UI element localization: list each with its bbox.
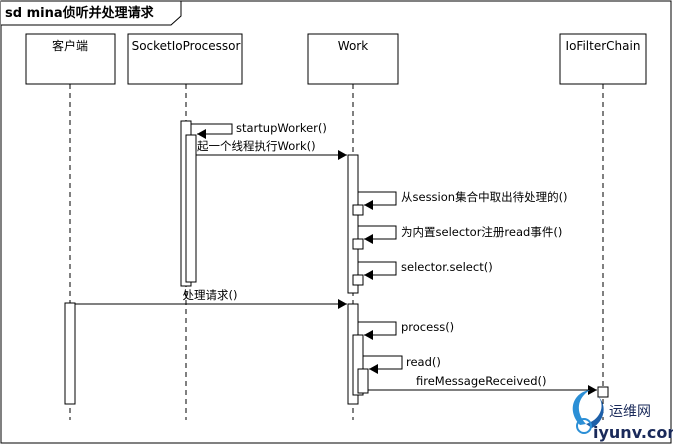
lifeline-chain: IoFilterChain	[559, 33, 647, 420]
lifeline-label-processor: SocketIoProcessor	[132, 39, 241, 53]
lifeline-work: Work	[307, 33, 399, 420]
activation-chain	[597, 386, 609, 398]
frame-title: sd mina侦听并处理请求	[5, 5, 155, 21]
lifeline-label-client: 客户端	[52, 38, 88, 53]
activation-client	[64, 302, 76, 405]
message-read: read()	[363, 355, 441, 374]
activation-work-focus-1	[352, 204, 364, 216]
message-label-selector-select: selector.select()	[401, 260, 493, 274]
activation-work-focus-3	[352, 274, 364, 286]
lifeline-processor: SocketIoProcessor	[127, 33, 243, 420]
message-label-handle-request: 处理请求()	[183, 288, 238, 302]
message-start-thread: 起一个线程执行Work()	[196, 139, 347, 160]
message-label-fire-message-received: fireMessageReceived()	[416, 374, 547, 388]
message-select-pending: 从session集合中取出待处理的()	[358, 190, 568, 210]
lifeline-label-work: Work	[338, 39, 368, 53]
lifeline-head-processor	[127, 33, 243, 85]
message-selector-select: selector.select()	[358, 260, 493, 280]
activation-work-main	[347, 154, 359, 294]
activation-processor-inner	[185, 134, 197, 283]
watermark-name: 运维网	[609, 404, 651, 420]
message-register-read: 为内置selector注册read事件()	[358, 225, 562, 244]
frame-title-tab	[1, 0, 182, 26]
message-fire-message-received: fireMessageReceived()	[368, 374, 597, 395]
activation-work-focus-2	[352, 238, 364, 250]
message-process: process()	[358, 320, 454, 340]
lifeline-label-chain: IoFilterChain	[566, 39, 641, 53]
activation-work-process	[352, 334, 364, 396]
message-label-register-read: 为内置selector注册read事件()	[401, 225, 562, 239]
lifeline-head-chain	[559, 33, 647, 85]
message-label-process: process()	[401, 320, 454, 334]
watermark-logo-icon	[572, 390, 604, 434]
activation-work-read	[357, 368, 369, 394]
watermark-url: iyunv.com	[593, 423, 673, 442]
message-label-start-thread: 起一个线程执行Work()	[197, 139, 316, 153]
watermark: 运维网 iyunv.com	[572, 390, 673, 442]
message-label-startup-worker: startupWorker()	[236, 121, 327, 135]
message-label-read: read()	[406, 355, 441, 369]
message-label-select-pending: 从session集合中取出待处理的()	[401, 190, 568, 204]
message-startup-worker: startupWorker()	[191, 121, 327, 139]
message-handle-request: 处理请求()	[75, 288, 347, 309]
